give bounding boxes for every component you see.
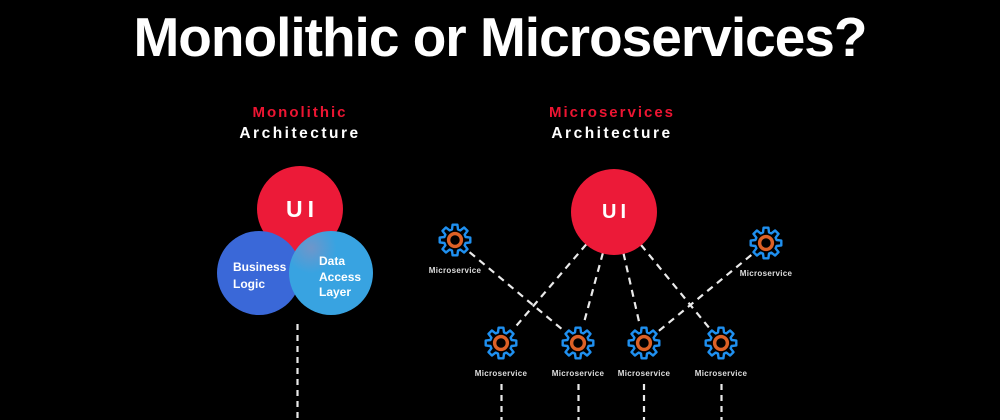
microservices-heading-main: Architecture: [551, 125, 673, 142]
monolithic-ui-label: UI: [286, 195, 319, 222]
monolithic-heading-accent: Monolithic: [252, 104, 348, 121]
microservice-label: Microservice: [551, 369, 605, 378]
microservice-node-top-right: Microservice: [726, 224, 806, 278]
microservice-node-bottom-3: Microservice: [604, 324, 684, 378]
gear-icon: [749, 226, 783, 260]
gear-icon: [627, 326, 661, 360]
microservice-label: Microservice: [617, 369, 671, 378]
microservice-label: Microservice: [739, 269, 793, 278]
microservice-node-bottom-2: Microservice: [538, 324, 618, 378]
microservice-node-bottom-1: Microservice: [461, 324, 541, 378]
microservices-ui-label: UI: [602, 200, 630, 223]
gear-icon: [561, 326, 595, 360]
edge-ui-bottom-1: [513, 243, 588, 330]
business-logic-label: Business Logic: [233, 260, 287, 291]
business-logic-circle: [217, 231, 301, 315]
microservices-ui-circle: UI: [571, 169, 657, 255]
edge-topleft-bottom-2: [468, 251, 565, 332]
microservices-heading-block: Microservices Architecture: [462, 104, 762, 144]
monolithic-heading-block: Monolithic Architecture: [150, 104, 450, 144]
data-access-circle: [289, 231, 373, 315]
gear-icon: [704, 326, 738, 360]
page-title: Monolithic or Microservices?: [133, 6, 867, 68]
microservice-label: Microservice: [694, 369, 748, 378]
edge-ui-bottom-4: [640, 244, 711, 329]
data-access-label: Data Access Layer: [319, 254, 362, 299]
microservice-node-bottom-4: Microservice: [681, 324, 761, 378]
monolithic-heading-main: Architecture: [239, 125, 361, 142]
microservice-node-top-left: Microservice: [415, 221, 495, 275]
microservice-label: Microservice: [428, 266, 482, 275]
microservice-label: Microservice: [474, 369, 528, 378]
gear-icon: [438, 223, 472, 257]
gear-icon: [484, 326, 518, 360]
microservices-heading-accent: Microservices: [548, 104, 676, 121]
